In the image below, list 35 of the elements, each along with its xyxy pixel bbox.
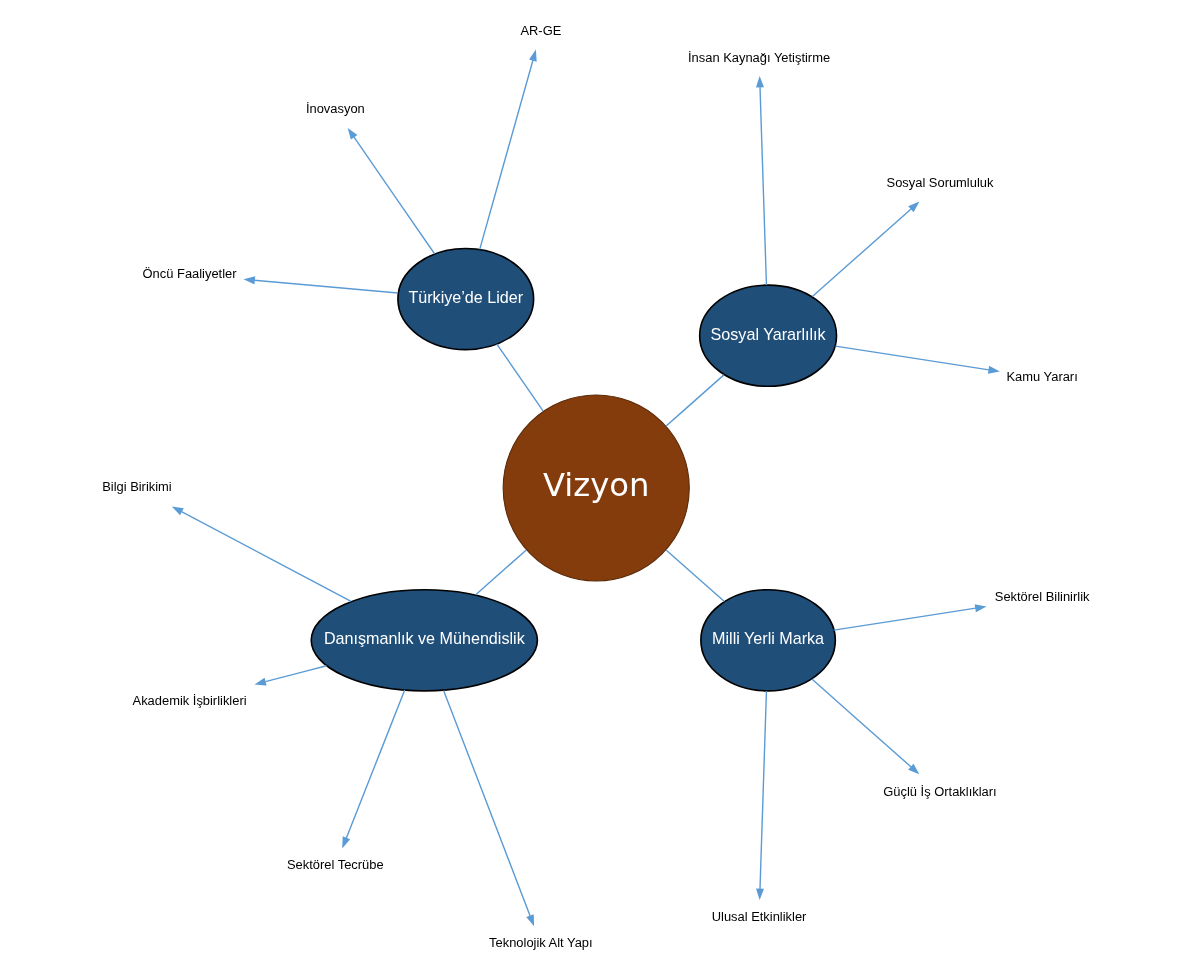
- node-text: Bilgi Birikimi: [102, 479, 172, 495]
- arrow: [442, 689, 535, 927]
- node-text: Kamu Yararı: [1006, 369, 1078, 385]
- node-ellipse: Danışmanlık ve Mühendislik: [310, 588, 539, 692]
- arrow: [342, 689, 406, 849]
- node-text: Öncü Faaliyetler: [142, 265, 237, 281]
- arrow: [833, 604, 987, 631]
- arrow: [756, 690, 768, 901]
- node-text: İnovasyon: [305, 101, 365, 117]
- arrow: [834, 345, 1000, 374]
- node-ellipse: Sosyal Yararlılık: [698, 284, 838, 388]
- arrow: [756, 75, 768, 286]
- node-text: Sosyal Sorumluluk: [886, 174, 994, 190]
- arrow: [243, 276, 399, 294]
- connector: [475, 549, 527, 596]
- node-text: AR-GE: [520, 23, 562, 39]
- connector: [496, 343, 544, 412]
- connector: [665, 374, 725, 427]
- node-text: İnsan Kaynağı Yetiştirme: [688, 49, 831, 65]
- node-ellipse: Milli Yerli Marka: [700, 588, 837, 692]
- arrow: [347, 127, 436, 255]
- node-text: Akademik İşbirlikleri: [132, 692, 247, 708]
- connector: [665, 549, 726, 603]
- node-ellipse: Türkiye’de Lider: [397, 247, 535, 351]
- node-text: Güçlü İş Ortaklıkları: [883, 783, 997, 799]
- node-text: Ulusal Etkinlikler: [711, 908, 807, 924]
- arrow: [171, 506, 352, 603]
- arrow: [479, 49, 537, 251]
- arrow: [811, 201, 920, 298]
- node-text: Teknolojik Alt Yapı: [489, 935, 593, 951]
- node-circle: Vizyon: [502, 394, 690, 582]
- node-text: Sektörel Bilinirlik: [994, 589, 1090, 605]
- node-text: Sektörel Tecrübe: [287, 857, 384, 873]
- arrow: [254, 665, 328, 686]
- arrow: [811, 678, 920, 775]
